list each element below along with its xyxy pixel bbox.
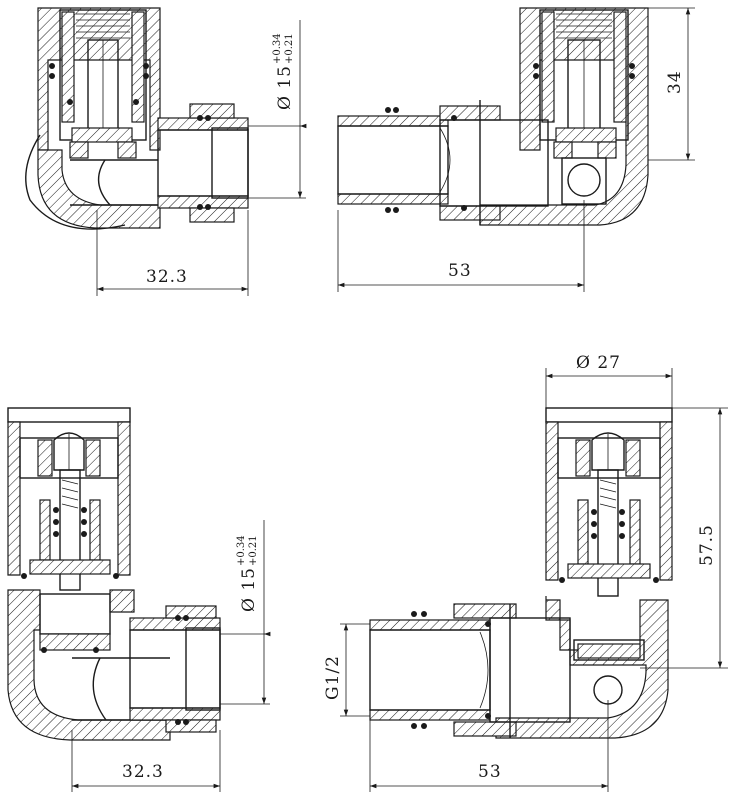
view-bottom-left: Ø 15 +0.34 +0.21 32.3: [7, 407, 270, 792]
width-53-label-2: 53: [478, 762, 502, 782]
width-32-label: 32.3: [146, 267, 188, 287]
tol-lower-label-2: +0.21: [248, 535, 259, 566]
tol-upper-label: +0.34: [272, 33, 283, 64]
thread-g12-label: G1/2: [323, 655, 343, 700]
tol-lower-label: +0.21: [284, 33, 295, 64]
width-53-label: 53: [448, 261, 472, 281]
width-32-label-2: 32.3: [122, 762, 164, 782]
height-57-label: 57.5: [697, 524, 717, 566]
height-34-label: 34: [665, 70, 685, 94]
dia-15-label-2: Ø 15: [239, 567, 259, 612]
view-bottom-right: Ø 27 57.5 G1/2 53: [323, 353, 728, 792]
view-top-right: 34 53: [337, 7, 695, 292]
tol-upper-label-2: +0.34: [236, 535, 247, 566]
dia-27-label: Ø 27: [576, 353, 621, 373]
view-top-left: Ø 15 +0.34 +0.21 32.3: [25, 7, 306, 296]
dia-15-label: Ø 15: [275, 65, 295, 110]
